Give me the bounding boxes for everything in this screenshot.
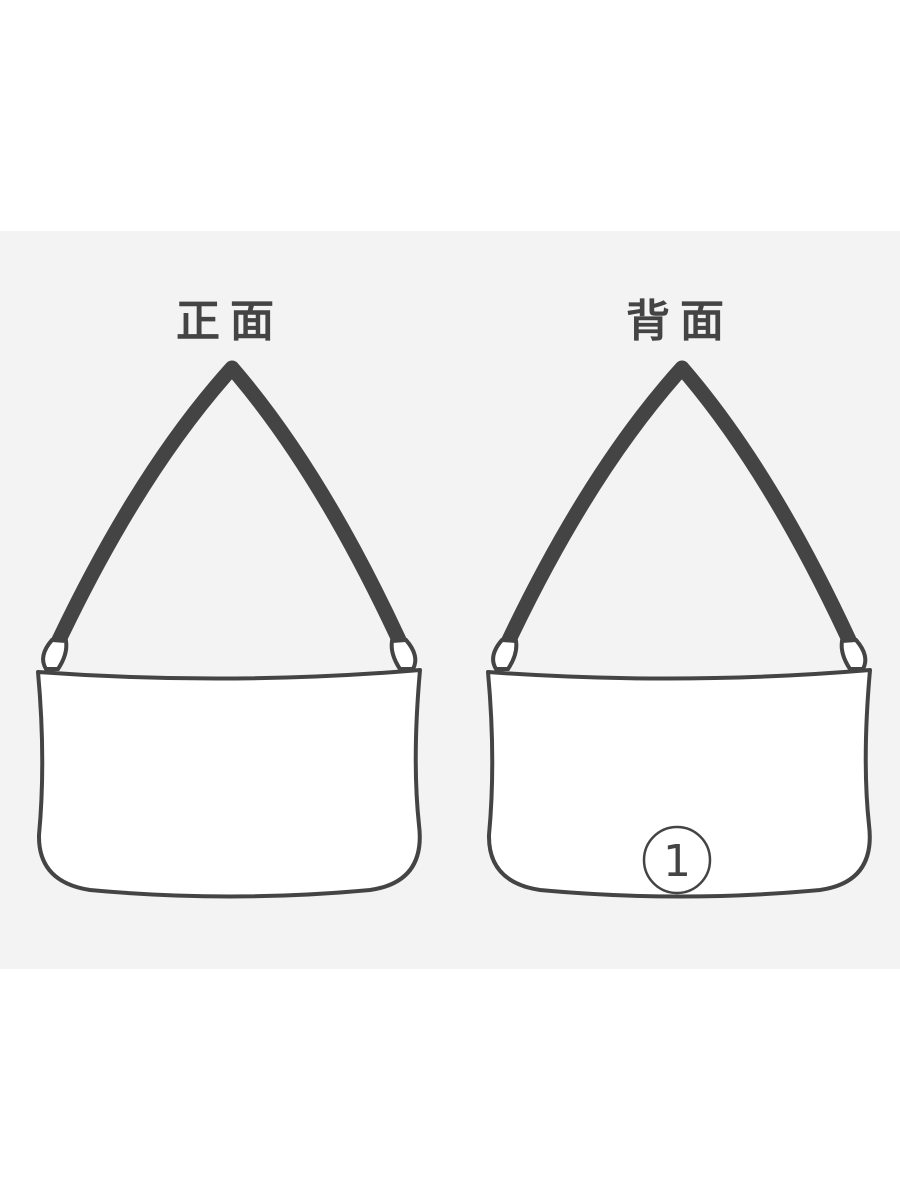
front-right-strap-connector (389, 637, 418, 671)
back-marker-number: 1 (663, 836, 691, 887)
front-bag-strap (51, 360, 407, 648)
back-left-strap-connector (491, 637, 519, 671)
back-bag-body (486, 668, 872, 899)
back-bag: 1 (486, 360, 872, 899)
back-view-label: 背面 (626, 296, 734, 347)
back-bag-strap (501, 360, 857, 648)
back-right-strap-connector (839, 637, 868, 671)
front-bag-body (36, 668, 422, 899)
back-marker-circle (642, 825, 712, 895)
front-bag (36, 360, 422, 899)
front-view-label: 正面 (176, 296, 284, 347)
back-marker-badge: 1 (642, 825, 712, 895)
front-left-strap-connector (41, 637, 69, 671)
